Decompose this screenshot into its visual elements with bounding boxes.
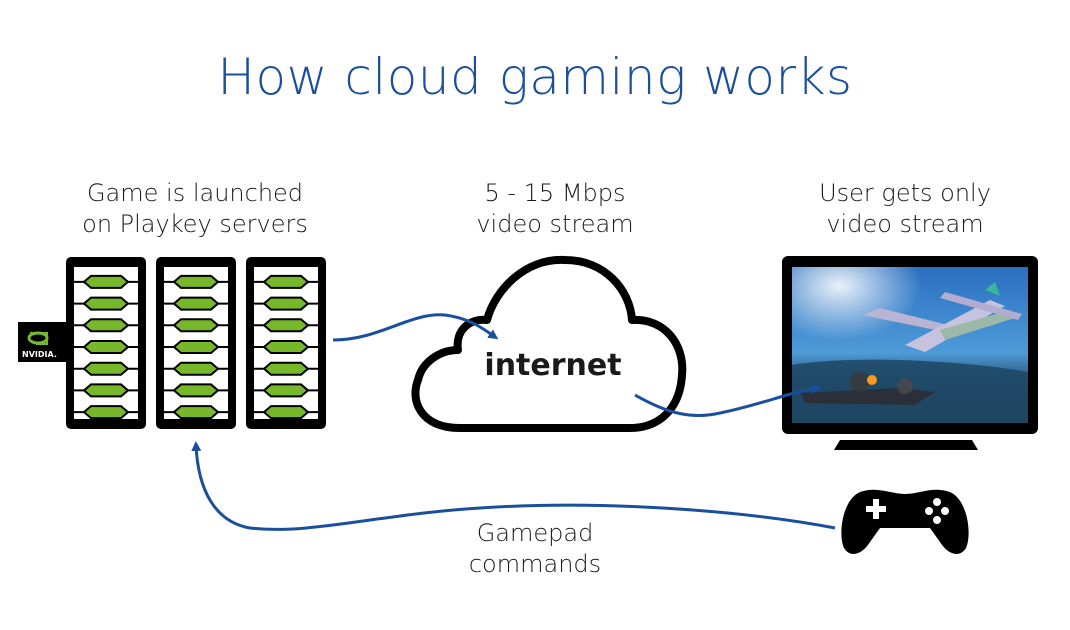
cloud-label: internet: [484, 348, 621, 383]
nvidia-label: NVIDIA.: [22, 350, 57, 359]
gpu-slot: [172, 318, 220, 333]
gpu-slot: [172, 361, 220, 376]
gpu-slot: [262, 405, 310, 420]
server-rack-icon: [156, 257, 236, 429]
user-caption-line1: User gets only: [819, 179, 991, 207]
user-caption: User gets only video stream: [780, 178, 1030, 240]
gpu-slot: [262, 274, 310, 289]
gpu-slot: [82, 405, 130, 420]
cloud-icon: internet: [411, 255, 687, 432]
nvidia-logo: NVIDIA.: [18, 322, 68, 362]
gpu-slot: [82, 340, 130, 354]
monitor-icon: [782, 256, 1038, 450]
gpu-slot: [82, 361, 130, 376]
page-title: How cloud gaming works: [217, 48, 853, 106]
arrow-servers-to-internet: [332, 313, 499, 342]
gpu-slot: [262, 318, 310, 333]
server-racks: [66, 257, 326, 429]
plane: [862, 282, 1022, 352]
gpu-slot: [82, 318, 130, 333]
server-rack-icon: [66, 257, 146, 429]
stream-caption-line2: video stream: [476, 210, 634, 238]
stream-caption-line1: 5 - 15 Mbps: [484, 179, 626, 207]
gpu-slot: [82, 296, 130, 311]
gpu-slot: [172, 296, 220, 311]
server-rack-icon: [246, 257, 326, 429]
gpu-slot: [262, 383, 310, 398]
gpu-slot: [172, 405, 220, 420]
gamepad-caption-line2: commands: [468, 550, 602, 578]
gpu-slot: [82, 274, 130, 289]
gpu-slot: [172, 383, 220, 398]
stream-caption: 5 - 15 Mbps video stream: [440, 178, 670, 240]
gamepad-icon: [841, 489, 969, 554]
gpu-slot: [262, 296, 310, 311]
servers-caption-line2: on Playkey servers: [82, 210, 308, 238]
servers-caption-line1: Game is launched: [86, 179, 304, 207]
servers-caption: Game is launched on Playkey servers: [60, 178, 330, 240]
gpu-slot: [82, 383, 130, 398]
monitor-stand: [834, 440, 978, 450]
arrow-internet-to-monitor: [634, 383, 822, 417]
gamepad-caption: Gamepad commands: [440, 518, 630, 580]
gamepad-caption-line1: Gamepad: [476, 519, 594, 547]
user-caption-line2: video stream: [826, 210, 984, 238]
gpu-slot: [262, 340, 310, 354]
gpu-slot: [172, 340, 220, 354]
gpu-slot: [172, 274, 220, 289]
arrow-gamepad-to-servers: [191, 441, 836, 531]
gpu-slot: [262, 361, 310, 376]
